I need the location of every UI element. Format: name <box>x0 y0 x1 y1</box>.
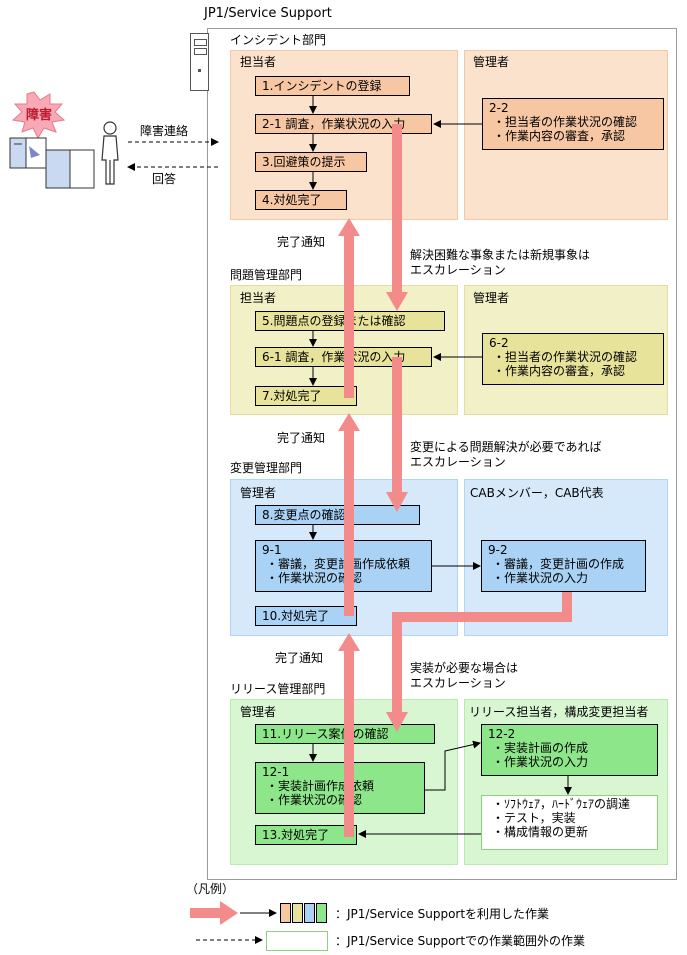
change-left-role: 管理者 <box>240 486 277 500</box>
external-work-box: ・ｿﾌﾄｳｪｱ，ﾊｰﾄﾞｳｪｱの調達 ・テスト，実装 ・構成情報の更新 <box>481 795 658 850</box>
problem-left-role: 担当者 <box>240 291 277 305</box>
done-notice-3: 完了通知 <box>275 651 324 665</box>
problem-right-role: 管理者 <box>473 291 510 305</box>
step-3-workaround[interactable]: 3.回避策の提示 <box>255 152 367 172</box>
external-line2: ・テスト，実装 <box>492 811 576 825</box>
legend-line2: ：JP1/Service Supportでの作業範囲外の作業 <box>335 934 586 948</box>
step-2-2-number: 2-2 <box>489 101 509 115</box>
step-2-1-investigate[interactable]: 2-1 調査，作業状況の入力 <box>255 114 432 134</box>
legend-arrows <box>190 901 277 944</box>
escalation-2-line1: 変更による問題解決が必要であれば <box>410 440 602 454</box>
step-4-done[interactable]: 4.対処完了 <box>255 190 347 210</box>
step-12-2-line1: ・実装計画の作成 <box>492 741 589 755</box>
step-6-2-line1: ・担当者の作業状況の確認 <box>493 350 638 364</box>
external-line3: ・構成情報の更新 <box>492 825 589 839</box>
step-9-2-line1: ・審議，変更計画の作成 <box>492 557 625 571</box>
person-icon <box>101 121 119 185</box>
escalation-3-line2: エスカレーション <box>410 676 506 690</box>
step-12-2-implementation-plan[interactable]: 12-2 ・実装計画の作成 ・作業状況の入力 <box>481 724 658 776</box>
legend-title: （凡例） <box>186 882 235 896</box>
step-9-1-line2: ・作業状況の確認 <box>266 571 363 585</box>
release-left-role: 管理者 <box>240 705 277 719</box>
step-2-2-line2: ・作業内容の審査，承認 <box>493 129 626 143</box>
incident-left-role: 担当者 <box>240 55 277 69</box>
failure-label: 障害 <box>26 108 53 123</box>
done-notice-1: 完了通知 <box>277 235 326 249</box>
step-12-1-line2: ・作業状況の確認 <box>266 793 363 807</box>
system-title: JP1/Service Support <box>204 6 332 21</box>
report-answer-lines <box>127 138 219 171</box>
step-9-1-line1: ・審議，変更計画作成依頼 <box>266 557 411 571</box>
step-12-2-line2: ・作業状況の入力 <box>492 755 589 769</box>
completion-arrows <box>338 218 360 837</box>
step-8-confirm-change[interactable]: 8.変更点の確認 <box>255 505 420 525</box>
step-9-2-line2: ・作業状況の入力 <box>492 571 589 585</box>
flow-lines <box>309 96 572 838</box>
step-9-2-number: 9-2 <box>488 543 508 557</box>
step-9-1-number: 9-1 <box>262 543 282 557</box>
incident-right-role: 管理者 <box>473 55 510 69</box>
legend-line1: ：JP1/Service Supportを利用した作業 <box>335 907 550 921</box>
done-notice-2: 完了通知 <box>277 431 326 445</box>
legend-swatch-problem <box>292 903 303 923</box>
step-12-1-number: 12-1 <box>262 765 290 779</box>
escalation-1-line2: エスカレーション <box>410 263 506 277</box>
failure-burst-icon <box>11 91 66 140</box>
change-right-role: CABメンバー，CAB代表 <box>470 486 604 500</box>
legend-swatch-change <box>304 903 315 923</box>
step-1-register-incident[interactable]: 1.インシデントの登録 <box>255 76 410 96</box>
answer-label: 回答 <box>152 172 177 186</box>
step-12-2-number: 12-2 <box>488 727 516 741</box>
release-right-role: リリース担当者，構成変更担当者 <box>469 705 649 719</box>
report-label: 障害連絡 <box>140 124 189 138</box>
step-9-2-cab-plan[interactable]: 9-2 ・審議，変更計画の作成 ・作業状況の入力 <box>481 540 646 592</box>
problem-dept-title: 問題管理部門 <box>230 268 303 282</box>
step-2-2-manager-review[interactable]: 2-2 ・担当者の作業状況の確認 ・作業内容の審査，承認 <box>482 98 664 150</box>
step-6-2-line2: ・作業内容の審査，承認 <box>493 364 626 378</box>
server-icon <box>190 33 209 91</box>
legend-swatch-incident <box>280 903 291 923</box>
step-7-done[interactable]: 7.対処完了 <box>255 386 357 406</box>
system-frame <box>207 28 677 880</box>
release-dept-title: リリース管理部門 <box>230 682 326 696</box>
step-10-done[interactable]: 10.対処完了 <box>255 606 357 626</box>
step-2-2-line1: ・担当者の作業状況の確認 <box>493 115 638 129</box>
equipment-icon <box>9 137 95 189</box>
escalation-arrows <box>386 124 572 732</box>
step-13-done[interactable]: 13.対処完了 <box>255 825 357 845</box>
step-6-2-number: 6-2 <box>489 336 509 350</box>
incident-dept-title: インシデント部門 <box>230 33 327 47</box>
external-line1: ・ｿﾌﾄｳｪｱ，ﾊｰﾄﾞｳｪｱの調達 <box>492 797 631 811</box>
escalation-1-line1: 解決困難な事象または新規事象は <box>410 248 591 262</box>
legend-swatch-release <box>316 903 327 923</box>
change-dept-title: 変更管理部門 <box>230 461 303 475</box>
escalation-2-line2: エスカレーション <box>410 455 506 469</box>
escalation-3-line1: 実装が必要な場合は <box>410 661 519 675</box>
legend-swatch-external <box>266 931 328 951</box>
step-6-1-investigate[interactable]: 6-1 調査，作業状況の入力 <box>255 347 432 367</box>
step-6-2-manager-review[interactable]: 6-2 ・担当者の作業状況の確認 ・作業内容の審査，承認 <box>482 333 664 385</box>
step-9-1-review[interactable]: 9-1 ・審議，変更計画作成依頼 ・作業状況の確認 <box>255 540 432 592</box>
